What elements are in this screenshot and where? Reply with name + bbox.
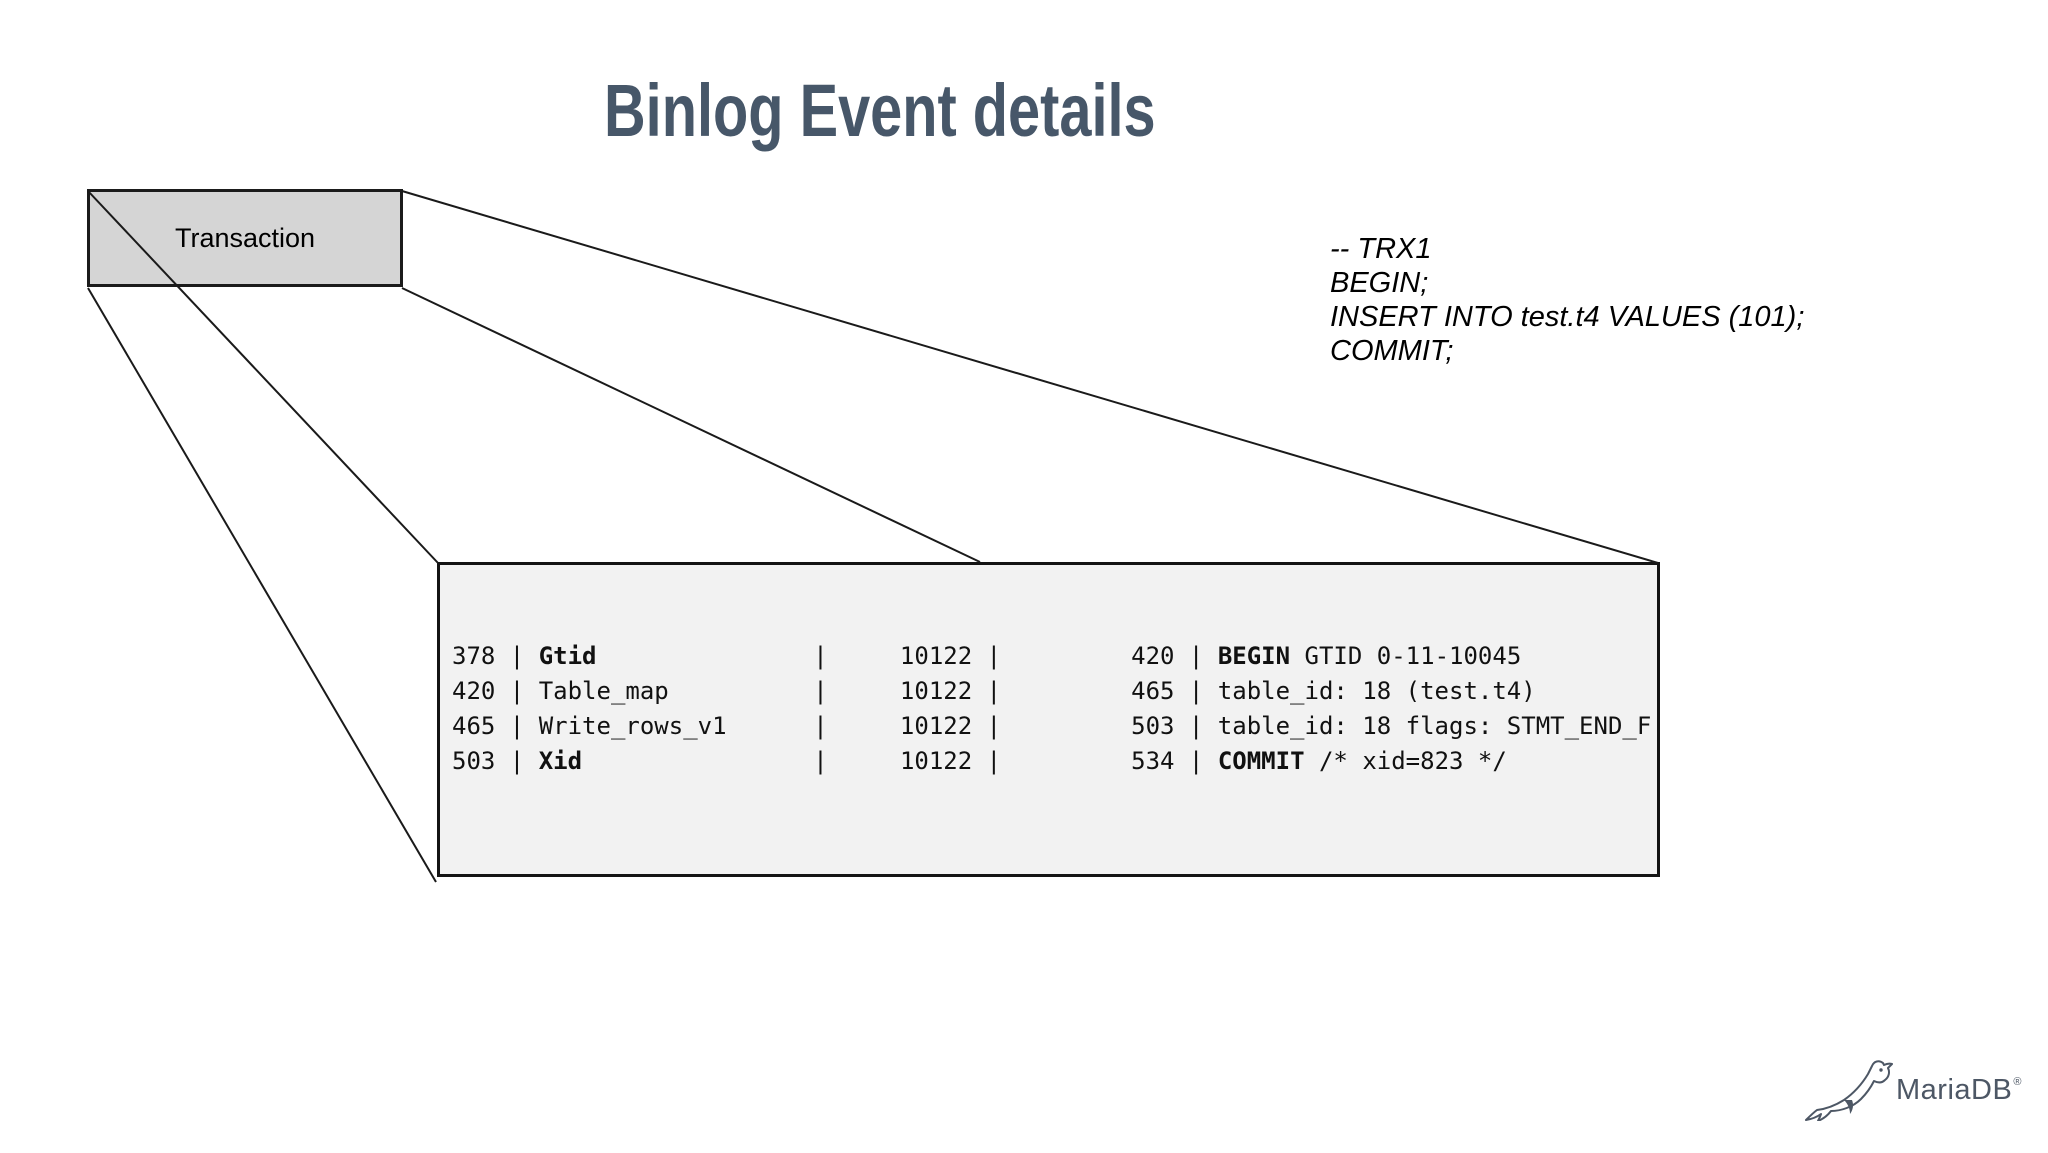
connector-line [401, 287, 981, 563]
sql-line-comment: -- TRX1 [1330, 233, 1432, 265]
binlog-text: | 10122 | 420 | [596, 642, 1218, 670]
binlog-rows: 378 | Gtid | 10122 | 420 | BEGIN GTID 0-… [452, 639, 1651, 779]
mariadb-seal-icon [1805, 1060, 1893, 1121]
binlog-keyword: BEGIN [1217, 642, 1291, 670]
registered-mark: ® [2013, 1076, 2022, 1088]
binlog-text: | 10122 | 534 | [582, 747, 1218, 775]
binlog-row: 503 | Xid | 10122 | 534 | COMMIT /* xid=… [452, 744, 1651, 779]
transaction-label: Transaction [174, 222, 316, 253]
binlog-text: GTID 0-11-10045 [1290, 642, 1522, 670]
sql-line-insert: INSERT INTO test.t4 VALUES (101); [1330, 301, 1805, 333]
mariadb-logo: MariaDB® [1800, 1055, 2048, 1130]
binlog-text: 465 | Write_rows_v1 | 10122 | 503 | tabl… [452, 712, 1652, 740]
binlog-row: 378 | Gtid | 10122 | 420 | BEGIN GTID 0-… [452, 639, 1651, 674]
binlog-row: 420 | Table_map | 10122 | 465 | table_id… [452, 674, 1651, 709]
binlog-text: 420 | Table_map | 10122 | 465 | table_id… [452, 677, 1536, 705]
binlog-text: 378 | [452, 642, 539, 670]
transaction-box: Transaction [87, 189, 403, 287]
binlog-row: 465 | Write_rows_v1 | 10122 | 503 | tabl… [452, 709, 1651, 744]
connector-line [87, 287, 437, 883]
sql-snippet: -- TRX1 BEGIN; INSERT INTO test.t4 VALUE… [1330, 232, 1804, 368]
sql-line-begin: BEGIN; [1330, 267, 1429, 299]
binlog-keyword: Gtid [538, 642, 597, 670]
binlog-text: /* xid=823 */ [1304, 747, 1507, 775]
binlog-keyword: Xid [538, 747, 583, 775]
binlog-keyword: COMMIT [1217, 747, 1305, 775]
mariadb-wordmark: MariaDB® [1896, 1074, 2022, 1106]
sql-line-commit: COMMIT; [1330, 335, 1454, 367]
page-title: Binlog Event details [604, 69, 1156, 152]
binlog-text: 503 | [452, 747, 539, 775]
binlog-output-box: 378 | Gtid | 10122 | 420 | BEGIN GTID 0-… [437, 562, 1660, 877]
